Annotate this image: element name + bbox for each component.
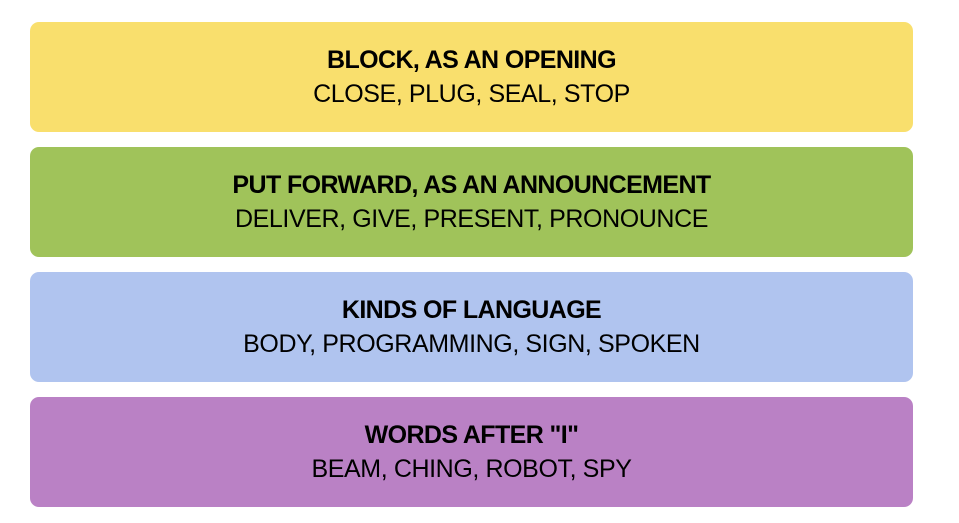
category-title: KINDS OF LANGUAGE — [341, 296, 602, 324]
category-title: PUT FORWARD, AS AN ANNOUNCEMENT — [232, 171, 711, 199]
category-title: BLOCK, AS AN OPENING — [327, 46, 617, 74]
connections-results-board: BLOCK, AS AN OPENING CLOSE, PLUG, SEAL, … — [30, 22, 913, 507]
category-words: BODY, PROGRAMMING, SIGN, SPOKEN — [243, 330, 700, 358]
category-words: CLOSE, PLUG, SEAL, STOP — [313, 80, 630, 108]
category-words: BEAM, CHING, ROBOT, SPY — [311, 455, 632, 483]
category-card-green: PUT FORWARD, AS AN ANNOUNCEMENT DELIVER,… — [30, 147, 913, 257]
category-words: DELIVER, GIVE, PRESENT, PRONOUNCE — [234, 205, 709, 233]
category-card-purple: WORDS AFTER "I" BEAM, CHING, ROBOT, SPY — [30, 397, 913, 507]
category-title: WORDS AFTER "I" — [364, 421, 579, 449]
category-card-blue: KINDS OF LANGUAGE BODY, PROGRAMMING, SIG… — [30, 272, 913, 382]
category-card-yellow: BLOCK, AS AN OPENING CLOSE, PLUG, SEAL, … — [30, 22, 913, 132]
